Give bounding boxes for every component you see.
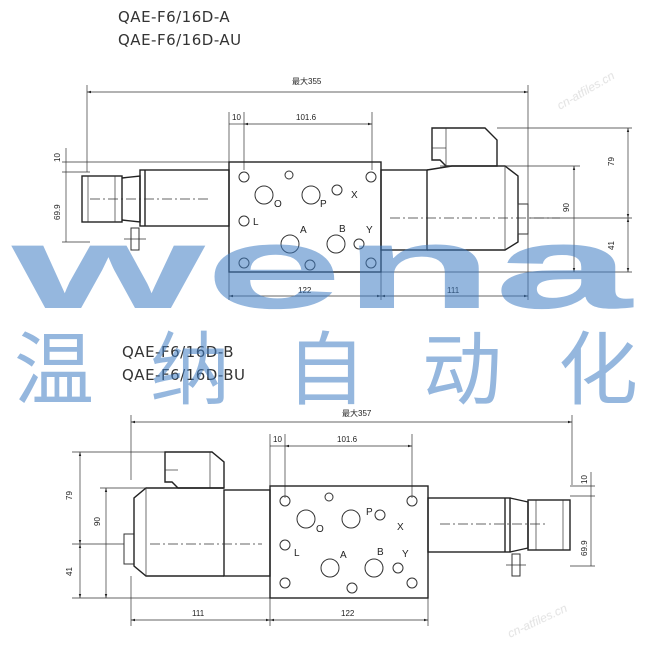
top-plug-connector [431,127,498,167]
bottom-bolt-hole-tr [406,495,418,507]
watermark-char-3: 自 [286,326,366,415]
bottom-dim-right-10-text: 10 [580,475,589,484]
watermark-char-1: 温 [14,326,94,415]
top-dim-69-text: 69.9 [53,204,62,220]
watermark-char-5: 化 [558,326,638,415]
top-label-l: L [253,217,259,228]
bottom-dim-90-text: 90 [93,517,102,526]
bottom-right-connector [527,499,571,551]
bottom-label-x: X [397,522,404,533]
bottom-port-x [374,509,386,521]
top-dim-left-10-text: 10 [53,153,62,162]
bottom-valve-block [269,485,429,599]
top-label-b: B [339,224,346,235]
top-solenoid-plate [380,169,428,251]
bottom-right-tube [427,497,511,553]
bottom-ports: O P X L A B Y [279,492,418,594]
bottom-label-l: L [294,548,300,559]
model-title-bu: QAE-F6/16D-BU [122,366,246,384]
bottom-dim-79-text: 79 [65,491,74,500]
bottom-bolt-hole-tl [279,495,291,507]
top-port-o [254,185,274,205]
watermark-url-top: cn-atfiles.cn [555,68,618,112]
top-drawing: 最大355 10 101.6 10 69.9 [53,76,632,300]
top-bolt-hole-bl [238,257,250,269]
bottom-drawing: 最大357 10 101.6 79 4 [65,408,595,626]
watermark: wena 温 纳 自 动 化 cn-atfiles.cn cn-atfiles.… [10,68,638,640]
top-port-x [331,184,343,196]
watermark-chinese-group: 温 纳 自 动 化 [14,326,638,415]
bottom-dim-101-text: 101.6 [337,435,358,444]
top-port-a [280,234,300,254]
top-pin-hole [284,170,294,180]
top-pin-hole-bottom [304,259,316,271]
top-bolt-hole-tl [238,171,250,183]
top-dim-79-text: 79 [607,157,616,166]
bottom-dim-10-text: 10 [273,435,282,444]
watermark-char-4: 动 [422,326,502,415]
bottom-pin-hole [324,492,334,502]
bottom-overall-dim-text: 最大357 [342,408,372,418]
bottom-port-o [296,509,316,529]
bottom-port-b [364,558,384,578]
bottom-solenoid-cap [123,533,135,565]
top-dim-122-text: 122 [298,286,312,295]
bottom-right-taper [509,497,529,553]
bottom-port-l [279,539,291,551]
bottom-solenoid-plate [223,489,271,577]
model-title-b: QAE-F6/16D-B [122,343,234,361]
watermark-url-bottom: cn-atfiles.cn [505,601,569,641]
bottom-label-b: B [377,547,384,558]
top-label-o: O [274,199,282,210]
top-label-a: A [300,225,307,236]
top-dim-90-text: 90 [562,203,571,212]
top-label-p: P [320,199,327,210]
bottom-port-a [320,558,340,578]
top-dim-101-text: 101.6 [296,113,317,122]
top-label-x: X [351,190,358,201]
top-dim-111-text: 111 [447,286,460,295]
bottom-bolt-hole-bl [279,577,291,589]
bottom-dim-111-text: 111 [192,609,205,618]
top-port-y [353,238,365,250]
top-port-l [238,215,250,227]
watermark-char-2: 纳 [150,326,230,415]
bottom-port-y [392,562,404,574]
model-title-au: QAE-F6/16D-AU [118,31,242,49]
top-label-y: Y [366,225,373,236]
top-port-p [301,185,321,205]
bottom-dim-122-text: 122 [341,609,355,618]
watermark-brand-text: wena [10,202,635,334]
top-bolt-hole-br [365,257,377,269]
top-ports: O P X L A B Y [238,170,377,271]
top-bolt-hole-tr [365,171,377,183]
bottom-bolt-hole-br [406,577,418,589]
bottom-label-p: P [366,507,373,518]
bottom-label-y: Y [402,549,409,560]
top-dim-10-text: 10 [232,113,241,122]
bottom-dim-41-text: 41 [65,567,74,576]
bottom-label-o: O [316,524,324,535]
bottom-dim-69-text: 69.9 [580,540,589,556]
top-port-b [326,234,346,254]
top-solenoid-cap [517,203,529,235]
bottom-solenoid-coil [133,487,224,577]
model-title-a: QAE-F6/16D-A [118,8,231,26]
top-overall-dim-text: 最大355 [292,76,322,86]
bottom-port-p [341,509,361,529]
top-dim-41-text: 41 [607,241,616,250]
bottom-pin-hole-bottom [346,582,358,594]
bottom-label-a: A [340,550,347,561]
